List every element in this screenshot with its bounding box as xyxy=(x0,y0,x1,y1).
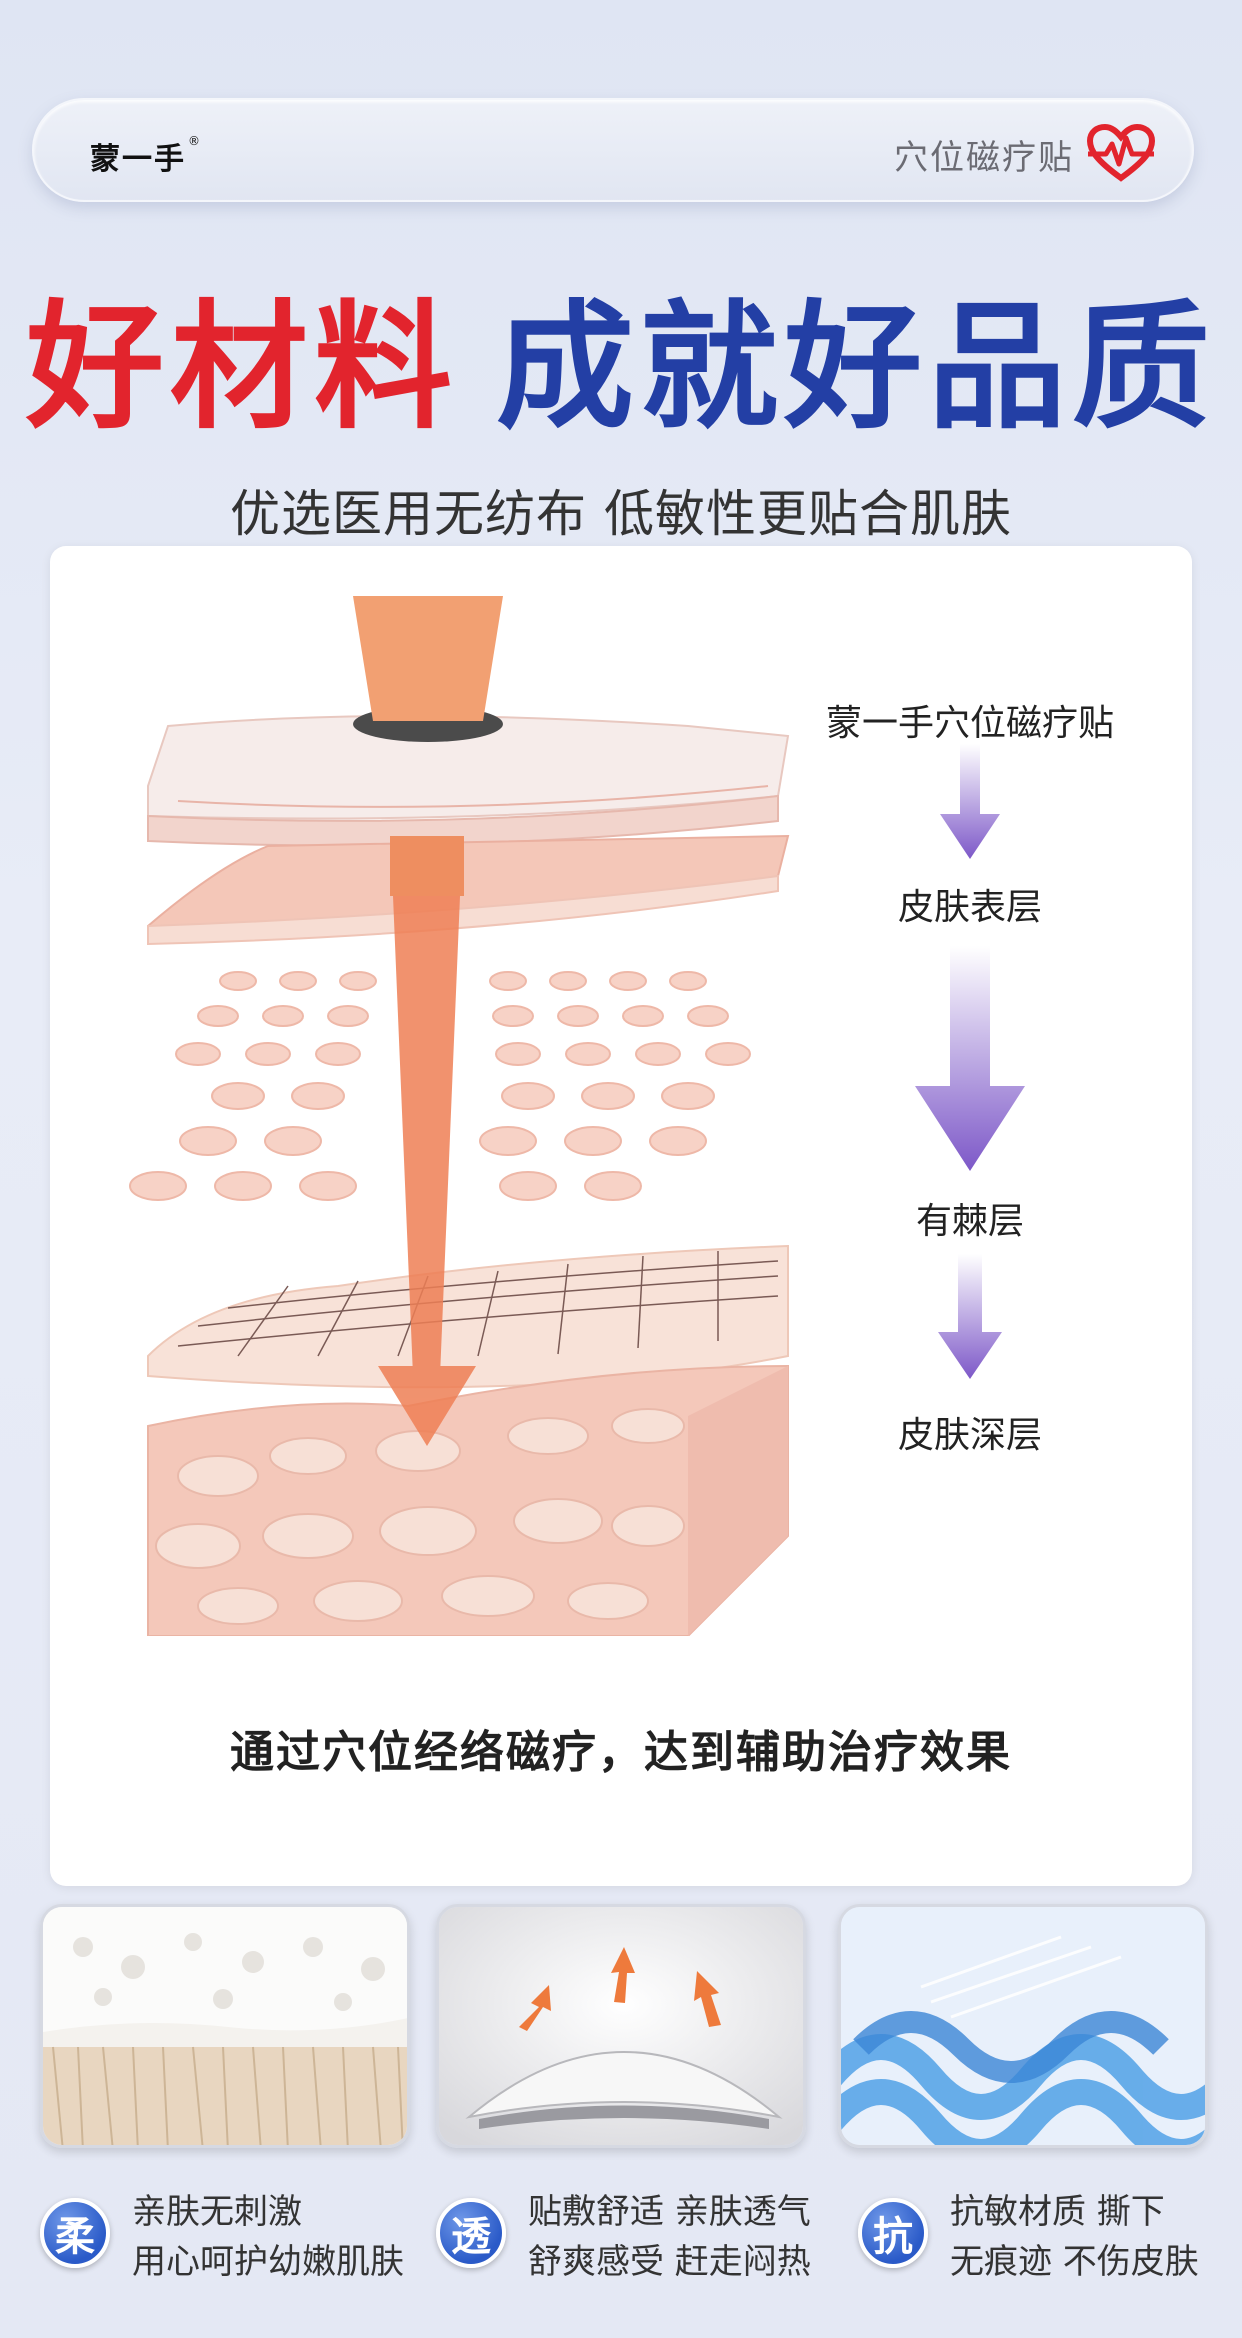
flow-arrow-1 xyxy=(940,744,1000,859)
feature-anti-allergy-line1: 抗敏材质 撕下 xyxy=(950,2192,1165,2232)
anti-allergy-fiber-image xyxy=(838,1904,1208,2148)
soft-fabric-image xyxy=(40,1904,410,2148)
badge-breathable: 透 xyxy=(436,2198,506,2268)
label-product: 蒙一手穴位磁疗贴 xyxy=(825,703,1114,744)
surface-layer xyxy=(147,834,790,946)
feature-breathable-line2: 舒爽感受 赶走闷热 xyxy=(528,2242,811,2282)
headline-red: 好材料 xyxy=(25,287,458,448)
brand-name: 蒙一手 xyxy=(90,142,186,177)
header-bar: 蒙一手® 穴位磁疗贴 xyxy=(32,98,1194,202)
brand-logo: 蒙一手® xyxy=(90,134,202,178)
diagram-caption: 通过穴位经络磁疗，达到辅助治疗效果 xyxy=(230,1727,1012,1778)
cell-pattern xyxy=(129,971,751,1201)
subheadline: 优选医用无纺布 低敏性更贴合肌肤 xyxy=(230,485,1012,543)
feature-breathable-line1: 贴敷舒适 亲肤透气 xyxy=(528,2192,811,2232)
badge-anti-allergy: 抗 xyxy=(858,2198,928,2268)
flow-arrow-3 xyxy=(938,1254,1002,1379)
badge-soft: 柔 xyxy=(40,2198,110,2268)
flow-arrow-2 xyxy=(915,946,1025,1171)
heartbeat-heart-icon xyxy=(1086,124,1156,182)
product-name: 穴位磁疗贴 xyxy=(894,138,1074,178)
label-skin-surface: 皮肤表层 xyxy=(897,887,1042,928)
deep-layer xyxy=(147,1364,789,1636)
penetration-arrow xyxy=(378,896,476,1446)
breathable-patch-image xyxy=(436,1904,806,2148)
patch-layer xyxy=(147,596,790,847)
feature-anti-allergy-line2: 无痕迹 不伤皮肤 xyxy=(950,2242,1199,2282)
headline-blue: 成就好品质 xyxy=(496,287,1217,448)
feature-soft-line2: 用心呵护幼嫩肌肤 xyxy=(132,2242,404,2282)
feature-soft-line1: 亲肤无刺激 xyxy=(132,2192,302,2232)
registered-mark: ® xyxy=(188,134,202,148)
skin-layers-illustration xyxy=(129,596,790,1636)
label-skin-deep: 皮肤深层 xyxy=(897,1415,1042,1456)
label-spinous-layer: 有棘层 xyxy=(915,1201,1024,1242)
skin-diagram-card: 蒙一手穴位磁疗贴 皮肤表层 有棘层 皮肤深层 通过穴位经络磁疗，达到辅助治疗效果 xyxy=(50,546,1192,1886)
headline: 好材料成就好品质 xyxy=(0,298,1242,438)
